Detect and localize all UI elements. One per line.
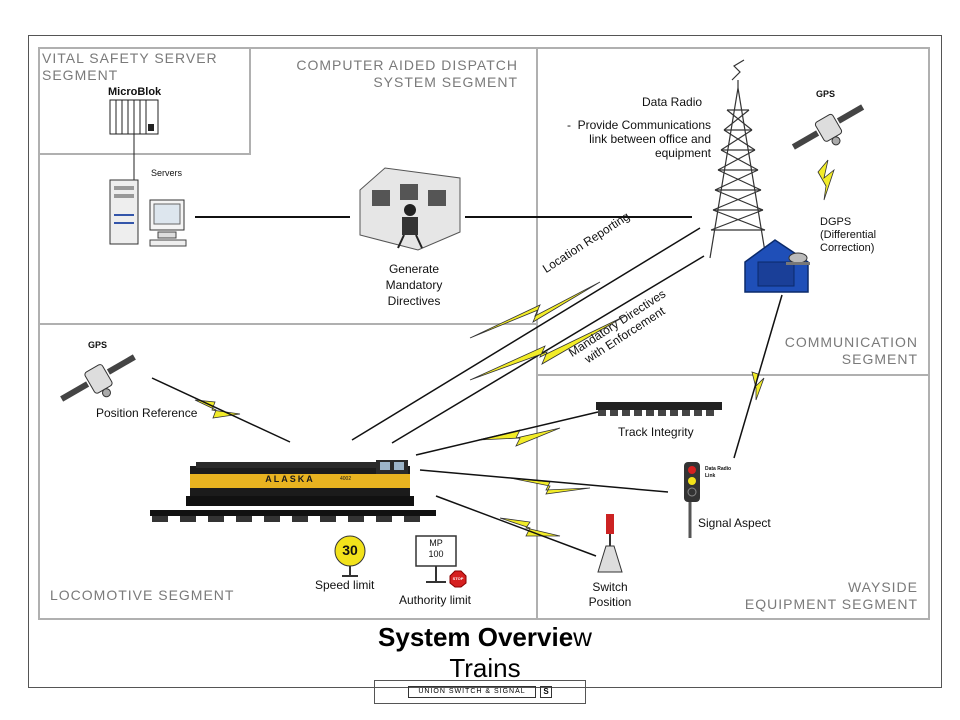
switch-position-line xyxy=(435,495,597,557)
track-integrity-line xyxy=(415,411,599,456)
lightning-signal xyxy=(509,477,591,495)
locomotive-number: 4002 xyxy=(340,476,352,482)
stop-sign-text: STOP xyxy=(452,576,464,581)
radio-tower-icon xyxy=(709,59,767,259)
locomotive-name: ALASKA xyxy=(265,474,315,484)
monitor-icon xyxy=(149,199,187,247)
mile-post-sign-text: MP 100 xyxy=(428,538,444,559)
speed-sign-value: 30 xyxy=(342,542,358,558)
stop-sign-icon xyxy=(449,570,467,588)
generate-directives-label: Generate Mandatory Directives xyxy=(385,262,443,308)
switch-position-label: Switch Position xyxy=(588,580,632,609)
footer-logo: S xyxy=(540,686,552,698)
gps-satellite-top-icon xyxy=(791,104,865,150)
signal-aspect-line xyxy=(419,469,669,493)
locomotive-icon xyxy=(186,460,414,506)
data-radio-desc: - Provide Communications link between of… xyxy=(566,118,711,160)
data-radio-link-label: Data Radio Link xyxy=(705,466,732,479)
mile-post-sign-icon xyxy=(415,535,457,583)
locomotive-track-icon xyxy=(150,510,436,522)
server-tower-icon xyxy=(109,179,139,245)
data-radio-label: Data Radio xyxy=(642,95,703,109)
radio-link-line-2 xyxy=(391,255,705,444)
locomotive-segment-label: LOCOMOTIVE SEGMENT xyxy=(50,587,235,603)
lightning-mandatory xyxy=(469,315,626,381)
slide-title-rest: w xyxy=(573,622,592,652)
slide-title-bold: System Overvie xyxy=(378,622,574,652)
position-reference-label: Position Reference xyxy=(96,406,198,420)
communication-segment-label: COMMUNICATION SEGMENT xyxy=(784,334,918,367)
vital-safety-segment-label: VITAL SAFETY SERVER SEGMENT xyxy=(42,50,218,83)
footer-box xyxy=(374,680,586,704)
signal-aspect-label: Signal Aspect xyxy=(698,516,771,530)
servers-label: Servers xyxy=(151,168,183,178)
microblok-rack-icon xyxy=(109,99,159,135)
slide-title: System Overview xyxy=(28,621,942,653)
speed-limit-label: Speed limit xyxy=(315,578,375,592)
comm-house-icon xyxy=(744,239,810,293)
signal-mast-icon xyxy=(684,462,700,538)
wayside-segment-label: WAYSIDE EQUIPMENT SEGMENT xyxy=(744,579,918,612)
cad-segment-label: COMPUTER AIDED DISPATCH SYSTEM SEGMENT xyxy=(296,57,518,90)
speed-sign-icon xyxy=(334,535,366,577)
track-rail-icon xyxy=(596,402,722,416)
switch-stand-icon xyxy=(597,514,623,573)
dgps-label: DGPS (Differential Correction) xyxy=(820,216,877,254)
dispatch-workstation-icon xyxy=(359,167,461,251)
track-integrity-label: Track Integrity xyxy=(618,425,694,439)
authority-limit-label: Authority limit xyxy=(399,593,472,607)
slide-subtitle: Trains xyxy=(449,653,521,683)
wayside-segment-box xyxy=(536,374,930,620)
gps-satellite-left-icon xyxy=(60,354,136,402)
radio-link-line-1 xyxy=(351,227,701,441)
outer-frame xyxy=(28,35,942,688)
gps-position-line xyxy=(151,377,291,443)
lightning-switch xyxy=(499,517,561,537)
wayside-radio-link xyxy=(733,294,783,459)
footer-company: UNION SWITCH & SIGNAL xyxy=(408,686,536,698)
lightning-dgps xyxy=(817,159,835,201)
lightning-location xyxy=(469,281,601,339)
gps-left-label: GPS xyxy=(88,340,108,350)
microblok-label: MicroBlok xyxy=(108,86,162,98)
gps-top-label: GPS xyxy=(816,89,836,99)
